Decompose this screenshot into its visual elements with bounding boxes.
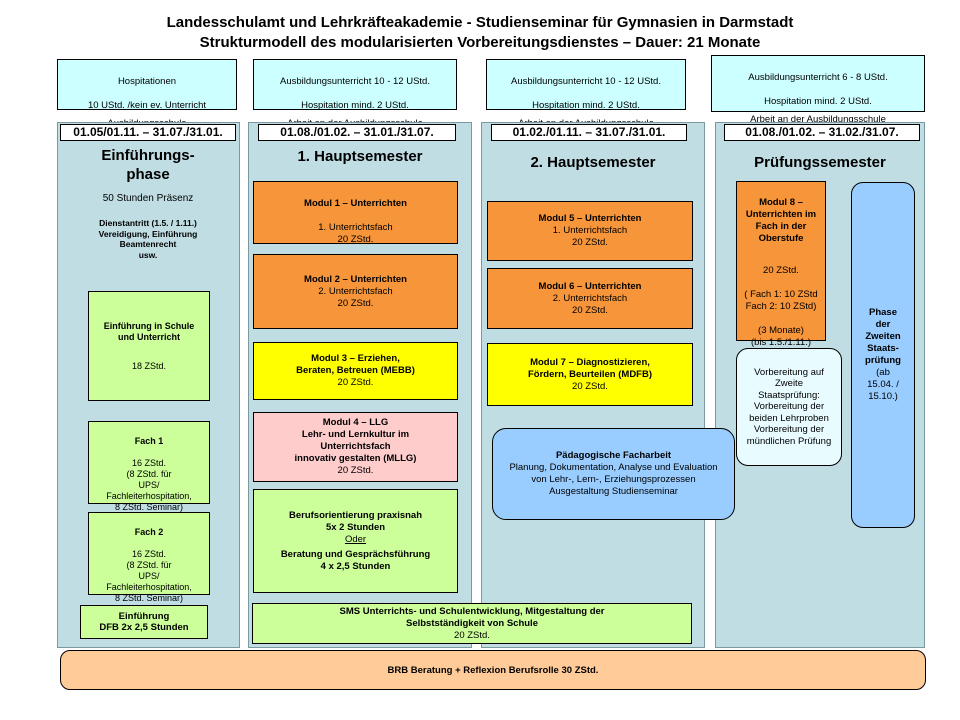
berufsorientierung-box: Berufsorientierung praxisnah 5x 2 Stunde… (253, 489, 458, 593)
module-8-box: Modul 8 – Unterrichten im Fach in der Ob… (736, 181, 826, 348)
top-box-line2: Hospitation mind. 2 UStd. (764, 96, 872, 107)
module-1-box: Modul 1 – Unterrichten 1. Unterrichtsfac… (253, 181, 458, 245)
top-box-line1: Ausbildungsunterricht 10 - 12 UStd. (511, 76, 661, 87)
date-bar-exam: 01.08./01.02. – 31.02./31.07. (724, 124, 920, 141)
box-body: 20 ZStd. (337, 377, 374, 388)
box-title: Modul 2 – Unterrichten (304, 273, 407, 285)
top-box-line2: Hospitation mind. 2 UStd. (301, 100, 409, 111)
box-body: 20 ZStd. (337, 465, 374, 476)
box-body: 20 ZStd. ( Fach 1: 10 ZStd Fach 2: 10 ZS… (744, 265, 818, 348)
phase-heading-exam: Prüfungssemester (754, 154, 886, 171)
page-subtitle: Strukturmodell des modularisierten Vorbe… (199, 34, 761, 51)
box-body: 16 ZStd. (8 ZStd. für UPS/ Fachleiterhos… (106, 458, 192, 512)
box-title: SMS Unterrichts- und Schulentwicklung, M… (339, 605, 605, 629)
box-title: Berufsorientierung praxisnah 5x 2 Stunde… (288, 509, 423, 533)
box-body: 1. Unterrichtsfach 20 ZStd. (552, 225, 628, 248)
box-title: Fach 1 (134, 436, 164, 446)
phase-heading-sem1: 1. Hauptsemester (297, 148, 423, 165)
date-bar-sem2: 01.02./01.11. – 31.07./31.01. (491, 124, 687, 141)
brb-bar: BRB Beratung + Reflexion Berufsrolle 30 … (60, 650, 926, 690)
box-title: Modul 1 – Unterrichten (304, 198, 407, 209)
box-title: Modul 7 – Diagnostizieren, Fördern, Beur… (527, 356, 653, 380)
box-title: Fach 2 (134, 527, 164, 537)
box-title: Modul 5 – Unterrichten (538, 213, 642, 224)
vorbereitung-box: Vorbereitung auf Zweite Staatsprüfung: V… (736, 348, 842, 466)
box-title: Modul 3 – Erziehen, Beraten, Betreuen (M… (296, 353, 415, 376)
intro-fach2-box: Fach 2 16 ZStd. (8 ZStd. für UPS/ Fachle… (88, 512, 210, 603)
intro-schule-box: Einführung in Schule und Unterricht 18 Z… (88, 291, 210, 401)
top-box-exam: Ausbildungsunterricht 6 - 8 UStd. Hospit… (711, 55, 925, 125)
date-bar-sem1: 01.08./01.02. – 31.01./31.07. (258, 124, 456, 141)
top-box-line1: Ausbildungsunterricht 10 - 12 UStd. (280, 76, 430, 87)
box-title: Pädagogische Facharbeit (555, 450, 672, 461)
box-body: 2. Unterrichtsfach 20 ZStd. (318, 285, 393, 309)
box-body: 2. Unterrichtsfach 20 ZStd. (552, 292, 628, 316)
box-body: (ab 15.04. / 15.10.) (867, 367, 899, 402)
module-5-box: Modul 5 – Unterrichten 1. Unterrichtsfac… (487, 201, 693, 261)
box-body: 18 ZStd. (131, 360, 167, 371)
box-title: Modul 8 – Unterrichten im Fach in der Ob… (745, 197, 817, 244)
phase-heading-intro: Einführungs- phase (101, 147, 195, 183)
module-6-box: Modul 6 – Unterrichten 2. Unterrichtsfac… (487, 268, 693, 329)
top-box-line2: 10 UStd. /kein ev. Unterricht (87, 100, 207, 111)
box-alt: Beratung und Gesprächsführung 4 x 2,5 St… (280, 548, 431, 572)
box-or: Oder (344, 533, 367, 545)
phase-heading-sem2: 2. Hauptsemester (530, 154, 656, 171)
top-box-line1: Ausbildungsunterricht 6 - 8 UStd. (748, 72, 888, 83)
intro-duties: Dienstantritt (1.5. / 1.11.) Vereidigung… (98, 218, 198, 260)
top-box-hospitationen: Hospitationen 10 UStd. /kein ev. Unterri… (57, 59, 237, 129)
sms-box: SMS Unterrichts- und Schulentwicklung, M… (252, 603, 692, 644)
box-title: Phase der Zweiten Staats- prüfung (865, 307, 901, 366)
page-title: Landesschulamt und Lehrkräfteakademie - … (166, 14, 794, 31)
paedagogische-facharbeit-box: Pädagogische Facharbeit Planung, Dokumen… (492, 428, 735, 520)
module-4-box: Modul 4 – LLG Lehr- und Lernkultur im Un… (253, 412, 458, 482)
box-title: Modul 6 – Unterrichten (538, 280, 642, 292)
box-body: 16 ZStd. (8 ZStd. für UPS/ Fachleiterhos… (106, 549, 192, 603)
box-body: Planung, Dokumentation, Analyse und Eval… (509, 462, 718, 497)
intro-dfb-box: Einführung DFB 2x 2,5 Stunden (80, 605, 208, 639)
top-box-line1: Hospitationen (117, 76, 177, 87)
top-box-sem1: Ausbildungsunterricht 10 - 12 UStd. Hosp… (253, 59, 457, 129)
box-title: Einführung in Schule und Unterricht (103, 320, 195, 342)
box-body: 20 ZStd. (454, 629, 490, 641)
top-box-location: Arbeit an der Ausbildungsschule (750, 114, 886, 125)
top-box-sem2: Ausbildungsunterricht 10 - 12 UStd. Hosp… (486, 59, 686, 129)
box-body: 20 ZStd. (572, 380, 608, 392)
module-2-box: Modul 2 – Unterrichten 2. Unterrichtsfac… (253, 254, 458, 329)
intro-presence: 50 Stunden Präsenz (102, 193, 194, 204)
top-box-line2: Hospitation mind. 2 UStd. (532, 100, 640, 111)
box-body: 1. Unterrichtsfach 20 ZStd. (318, 222, 393, 245)
staatspruefung-phase-box: Phase der Zweiten Staats- prüfung (ab 15… (851, 182, 915, 528)
box-title: Modul 4 – LLG Lehr- und Lernkultur im Un… (294, 417, 417, 464)
date-bar-intro: 01.05/01.11. – 31.07./31.01. (60, 124, 236, 141)
intro-fach1-box: Fach 1 16 ZStd. (8 ZStd. für UPS/ Fachle… (88, 421, 210, 512)
module-3-box: Modul 3 – Erziehen, Beraten, Betreuen (M… (253, 342, 458, 400)
module-7-box: Modul 7 – Diagnostizieren, Fördern, Beur… (487, 343, 693, 406)
